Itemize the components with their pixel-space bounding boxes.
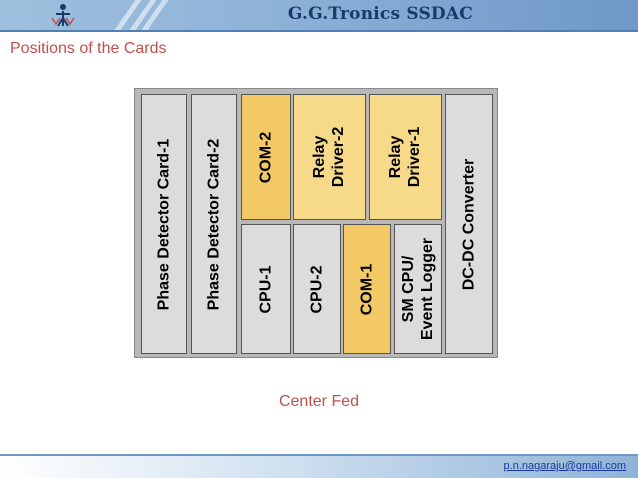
card-label: Relay Driver-1	[387, 126, 424, 188]
card-sm-cpu-event-logger: SM CPU/ Event Logger	[394, 224, 442, 354]
card-com-1: COM-1	[343, 224, 391, 354]
header-title: G.G.Tronics SSDAC	[287, 4, 473, 24]
diagram-caption: Center Fed	[278, 393, 360, 410]
card-phase-detector-1: Phase Detector Card-1	[141, 94, 187, 354]
card-rack: Phase Detector Card-1 Phase Detector Car…	[134, 88, 498, 358]
gg-tronics-logo-icon	[51, 4, 75, 27]
card-cpu-1: CPU-1	[241, 224, 291, 354]
footer-divider	[0, 454, 638, 456]
card-label: COM-1	[358, 263, 376, 315]
card-label: COM-2	[257, 131, 275, 183]
card-label: DC-DC Converter	[460, 158, 478, 290]
card-cpu-2: CPU-2	[293, 224, 341, 354]
card-dc-dc-converter: DC-DC Converter	[445, 94, 493, 354]
slide-title: Positions of the Cards	[10, 40, 167, 57]
card-relay-driver-2: Relay Driver-2	[293, 94, 366, 220]
card-com-2: COM-2	[241, 94, 291, 220]
header-divider	[0, 30, 638, 32]
card-label: CPU-2	[308, 264, 326, 314]
card-label: CPU-1	[257, 264, 275, 314]
card-phase-detector-2: Phase Detector Card-2	[191, 94, 237, 354]
header-band: G.G.Tronics SSDAC	[0, 0, 638, 30]
card-label: SM CPU/ Event Logger	[400, 237, 437, 341]
footer-email-link[interactable]: p.n.nagaraju@gmail.com	[503, 460, 626, 472]
card-label: Phase Detector Card-1	[155, 138, 173, 310]
footer-band	[0, 456, 638, 478]
card-label: Phase Detector Card-2	[205, 138, 223, 310]
card-relay-driver-1: Relay Driver-1	[369, 94, 442, 220]
card-label: Relay Driver-2	[311, 126, 348, 188]
